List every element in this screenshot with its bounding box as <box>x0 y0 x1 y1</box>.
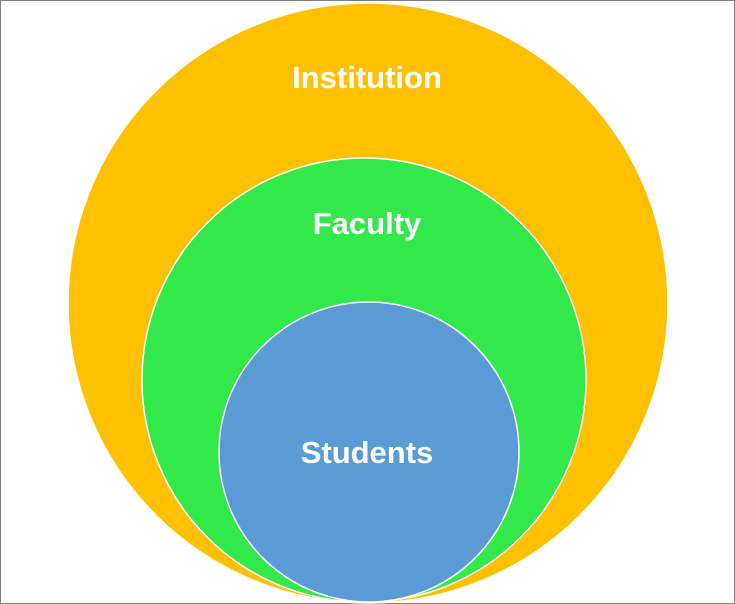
students-label: Students <box>301 435 434 470</box>
faculty-label: Faculty <box>313 206 422 241</box>
institution-label: Institution <box>292 60 442 95</box>
students-circle <box>218 301 520 603</box>
